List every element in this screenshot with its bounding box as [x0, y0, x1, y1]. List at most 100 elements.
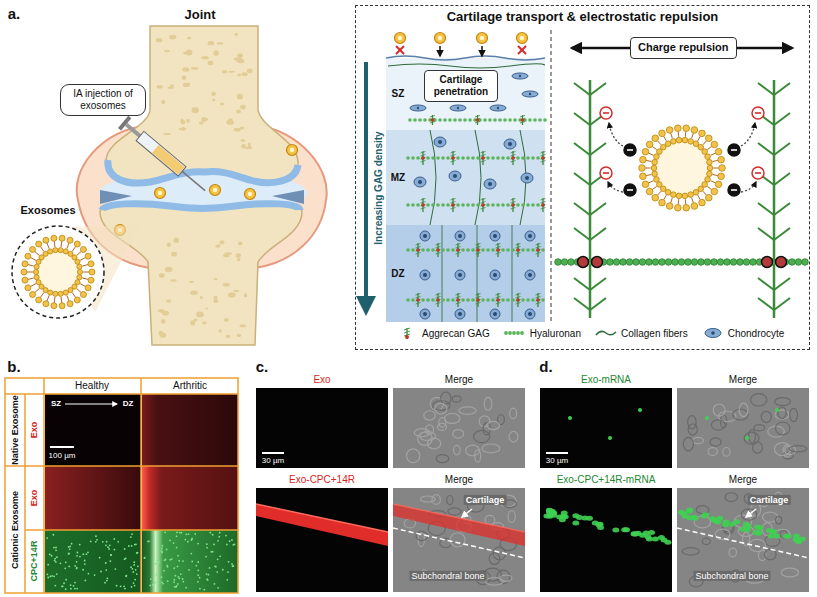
hyaluronan-bead [659, 259, 666, 266]
fluorescent-speckle [124, 548, 126, 550]
fluorescent-speckle [226, 544, 228, 546]
lipid-head [22, 277, 28, 283]
tissue-texture [715, 529, 730, 540]
lipid-head [63, 290, 68, 295]
aggrecan-branch [404, 331, 410, 333]
link-protein [451, 156, 455, 160]
hyaluronan-bead [555, 259, 562, 266]
lipid-tail [685, 132, 687, 137]
hyaluronan-bead [526, 248, 530, 252]
hyaluronan-bead [536, 298, 540, 302]
hyaluronan-bead [737, 259, 744, 266]
negative-charge [752, 107, 764, 119]
micrograph [142, 530, 238, 593]
hyaluronan-bead [521, 298, 525, 302]
lipid-head [30, 246, 36, 252]
lipid-tail [27, 272, 33, 273]
link-protein [578, 257, 589, 268]
lipid-head [77, 269, 82, 274]
cartilage-surface [386, 56, 545, 60]
hyaluronan-bead [448, 118, 452, 122]
lipid-head [36, 280, 41, 285]
hyaluronan-bead [568, 259, 575, 266]
hyaluronan-bead [441, 156, 445, 160]
gag-branch [574, 278, 590, 290]
meniscus [100, 190, 132, 204]
panel-divider [550, 30, 551, 322]
blocked-mark [396, 46, 404, 54]
bone-texture [196, 311, 204, 317]
hyaluronan-bead [461, 298, 465, 302]
fluorescent-speckle [194, 533, 196, 535]
hyaluronan-bead [511, 203, 515, 207]
micrograph [45, 394, 141, 466]
hyaluronan-bead [431, 156, 435, 160]
tibial-cartilage [102, 204, 300, 210]
deep-zone [386, 225, 545, 322]
hyaluronan-bead [456, 203, 460, 207]
fluorescent-speckle [76, 588, 78, 590]
lipid-head [34, 275, 39, 280]
legend-sample [504, 327, 526, 339]
lipid-head [642, 181, 649, 188]
fluorescent-speckle [187, 541, 189, 543]
lipid-tail [707, 186, 711, 189]
fluorescent-speckle [218, 536, 220, 538]
lipid-head [705, 194, 712, 201]
gag-branch [574, 203, 590, 215]
hyaluronan-bead [496, 248, 500, 252]
hyaluronan-bead [423, 118, 427, 122]
lipid-tail [47, 295, 49, 301]
fluorescent-speckle [94, 574, 96, 576]
hyaluronan-bead [461, 248, 465, 252]
lipid-head [74, 241, 80, 247]
fluorescent-speckle [76, 568, 78, 570]
figure-heading: Joint [184, 8, 215, 23]
gag-branch [758, 228, 774, 240]
fluorescent-speckle [219, 532, 221, 534]
hyaluronan-bead [406, 203, 410, 207]
hyaluronan-bead [421, 203, 425, 207]
lipid-tail [646, 175, 651, 176]
fluorescent-speckle [136, 552, 138, 554]
fluorescent-speckle [125, 575, 127, 577]
fluorescent-speckle [54, 585, 56, 587]
fluorescent-speckle [176, 532, 178, 534]
fluorescent-speckle [96, 539, 98, 541]
tissue-texture [750, 394, 766, 406]
bone-texture [156, 38, 163, 42]
lipid-tail [692, 198, 694, 203]
hyaluronan-bead [486, 203, 490, 207]
legend-item: Hyaluronan [504, 327, 581, 339]
aggrecan-branch [541, 155, 546, 157]
hyaluronan-bead [496, 203, 500, 207]
hyaluronan-bead [486, 298, 490, 302]
bone-texture [237, 334, 242, 337]
hyaluronan-bead [516, 156, 520, 160]
tissue-texture [702, 538, 710, 544]
tissue-texture [420, 496, 435, 502]
fluorescent-speckle [53, 575, 55, 577]
link-protein [436, 298, 440, 302]
chondrocyte-nucleus [529, 93, 531, 95]
chondrocyte [450, 105, 466, 111]
exosome-core [213, 188, 218, 193]
fluorescent-speckle [123, 585, 125, 587]
gag-branch [574, 228, 590, 240]
mrna-signal [757, 525, 764, 530]
chondrocyte [521, 173, 533, 183]
hyaluronan-bead [426, 156, 430, 160]
fluorescent-speckle [55, 549, 57, 551]
lipid-tail [77, 251, 81, 255]
micrograph [393, 488, 525, 592]
lipid-head [657, 182, 663, 188]
collagen-fiber [442, 225, 443, 322]
tissue-texture [479, 416, 490, 427]
chondrocyte [414, 177, 426, 187]
lipid-head [21, 269, 27, 275]
lipid-tail [713, 160, 718, 161]
hyaluronan-bead [466, 298, 470, 302]
hyaluronan-bead [531, 156, 535, 160]
lipid-tail [652, 146, 656, 149]
hyaluronan-bead [526, 156, 530, 160]
